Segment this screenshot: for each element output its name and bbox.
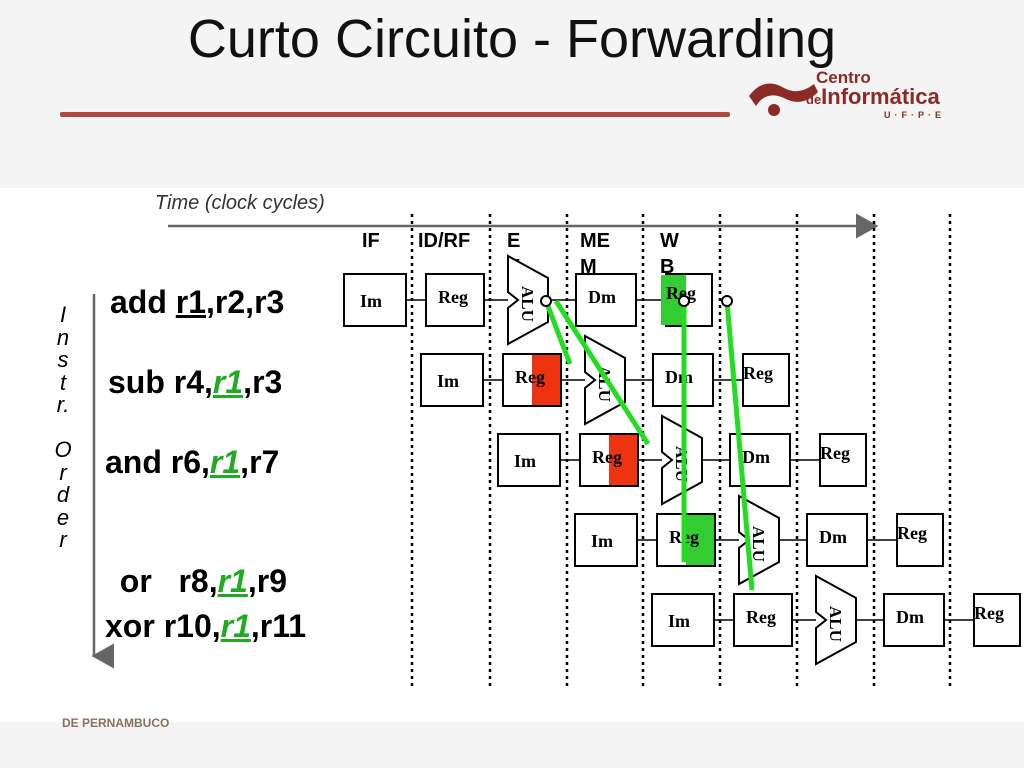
order-letter: e — [56, 504, 70, 530]
logo-mark-icon — [749, 83, 818, 116]
order-letter: O — [54, 437, 72, 462]
im-box — [574, 513, 638, 567]
order-letter: r. — [56, 392, 70, 417]
title-rule — [60, 112, 730, 117]
reg-write-box — [742, 353, 790, 407]
forward-source-node — [678, 295, 690, 307]
logo-line3: U·F·P·E — [884, 110, 945, 120]
reg-label: Reg — [974, 603, 1004, 623]
im-box — [343, 273, 407, 327]
reg-label: Reg — [515, 367, 545, 387]
order-letter: n — [56, 324, 70, 350]
forward-line — [724, 300, 755, 591]
stage-label-idrf: ID/RF — [418, 230, 471, 252]
reg-read-box — [425, 273, 485, 327]
logo-line1: Centro — [816, 68, 871, 87]
dm-box — [806, 513, 868, 567]
instruction-add: add r1,r2,r3 — [110, 284, 285, 320]
alu-label: ALU — [749, 526, 768, 562]
instruction-xor: xor r10,r1,r11 — [105, 608, 307, 644]
footer-background — [0, 722, 1024, 768]
pipeline-row: Im Reg ALU Dm Reg — [651, 574, 1021, 666]
reg-highlight — [532, 355, 560, 405]
logo-line2: deInformática — [806, 84, 940, 109]
im-label: Im — [591, 531, 613, 551]
dm-label: Dm — [819, 527, 847, 547]
dm-label: Dm — [896, 607, 924, 627]
reg-write-box — [896, 513, 944, 567]
stage-label-wb: WB — [660, 230, 679, 278]
order-letter: I — [59, 302, 67, 327]
dm-label: Dm — [742, 447, 770, 467]
reg-label: Reg — [743, 363, 773, 383]
alu-label: ALU — [518, 286, 537, 322]
im-label: Im — [437, 371, 459, 391]
alu-shape — [815, 574, 857, 666]
im-label: Im — [360, 291, 382, 311]
forward-source-node — [721, 295, 733, 307]
reg-label: Reg — [438, 287, 468, 307]
im-box — [651, 593, 715, 647]
reg-write-box — [819, 433, 867, 487]
dm-label: Dm — [588, 287, 616, 307]
alu-label: ALU — [826, 606, 845, 642]
reg-label: Reg — [592, 447, 622, 467]
reg-highlight — [609, 435, 637, 485]
alu-label: ALU — [595, 366, 614, 402]
order-letter: d — [56, 482, 70, 507]
reg-highlight — [686, 515, 714, 565]
instruction-or: or r8,r1,r9 — [119, 563, 287, 599]
dm-box — [883, 593, 945, 647]
dm-label: Dm — [665, 367, 693, 387]
reg-label: Reg — [820, 443, 850, 463]
slide-title: Curto Circuito - Forwarding — [187, 9, 837, 69]
ufpe-bottom-logo: DE PERNAMBUCO — [62, 716, 170, 730]
alu-shape — [507, 254, 549, 346]
order-letter: r — [59, 527, 67, 552]
stage-label-if: IF — [362, 230, 380, 252]
forward-source-node — [540, 295, 552, 307]
reg-write-box — [973, 593, 1021, 647]
im-box — [420, 353, 484, 407]
reg-label: Reg — [746, 607, 776, 627]
dm-box — [575, 273, 637, 327]
reg-read-box — [733, 593, 793, 647]
im-box — [497, 433, 561, 487]
instruction-and: and r6,r1,r7 — [105, 444, 280, 480]
order-letter: t — [59, 369, 67, 395]
header-background — [0, 0, 1024, 188]
im-label: Im — [668, 611, 690, 631]
reg-label: Reg — [897, 523, 927, 543]
centro-informatica-logo: Centro deInformática U·F·P·E — [744, 66, 974, 126]
order-letter: r — [59, 459, 67, 485]
im-label: Im — [514, 451, 536, 471]
forward-line — [553, 299, 651, 446]
stage-label-mem: MEM — [580, 230, 610, 278]
forward-line — [543, 300, 573, 365]
instruction-sub: sub r4,r1,r3 — [108, 364, 283, 400]
time-axis-label: Time (clock cycles) — [155, 192, 325, 214]
order-letter: s — [57, 347, 69, 372]
